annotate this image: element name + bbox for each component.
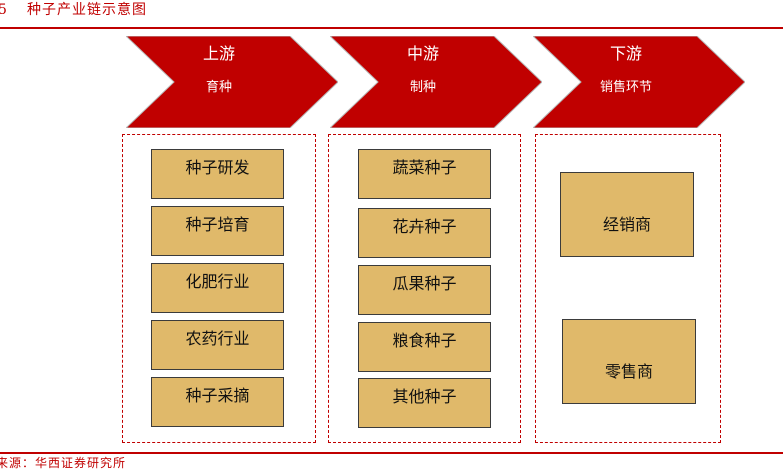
stage-midstream-arrow xyxy=(330,36,542,128)
stage-downstream-title: 下游 xyxy=(609,44,642,63)
midstream-card-vegetable: 蔬菜种子 xyxy=(358,149,491,199)
upstream-card-fertilizer: 化肥行业 xyxy=(151,263,284,313)
upstream-card-pesticide: 农药行业 xyxy=(151,320,284,370)
figure-title: 种子产业链示意图 xyxy=(27,2,147,18)
downstream-card-distributor: 经销商 xyxy=(560,172,694,257)
stage-upstream-subtitle: 育种 xyxy=(205,80,232,95)
downstream-panel xyxy=(535,134,721,443)
stage-upstream-arrow xyxy=(126,36,338,128)
figure-header: 5 种子产业链示意图 xyxy=(0,0,783,29)
source-note: 来源：华西证券研究所 xyxy=(0,456,127,470)
stage-downstream: 下游 销售环节 xyxy=(533,36,745,128)
midstream-card-flower: 花卉种子 xyxy=(358,208,491,258)
footer-rule xyxy=(0,452,783,454)
header-rule xyxy=(0,27,783,29)
upstream-card-research: 种子研发 xyxy=(151,149,284,199)
upstream-panel xyxy=(122,134,316,443)
stage-midstream: 中游 制种 xyxy=(330,36,542,128)
midstream-panel xyxy=(328,134,521,443)
upstream-card-harvest: 种子采摘 xyxy=(151,377,284,427)
stage-downstream-subtitle: 销售环节 xyxy=(599,80,652,95)
downstream-card-retailer: 零售商 xyxy=(562,319,696,404)
stage-midstream-title: 中游 xyxy=(406,44,439,63)
midstream-card-other: 其他种子 xyxy=(358,378,491,428)
figure-number: 5 xyxy=(0,2,7,18)
stage-upstream: 上游 育种 xyxy=(126,36,338,128)
stage-downstream-arrow xyxy=(533,36,745,128)
midstream-card-grain: 粮食种子 xyxy=(358,322,491,372)
stage-upstream-title: 上游 xyxy=(202,44,235,63)
midstream-card-fruit: 瓜果种子 xyxy=(358,265,491,315)
upstream-card-breeding: 种子培育 xyxy=(151,206,284,256)
stage-midstream-subtitle: 制种 xyxy=(409,80,436,95)
